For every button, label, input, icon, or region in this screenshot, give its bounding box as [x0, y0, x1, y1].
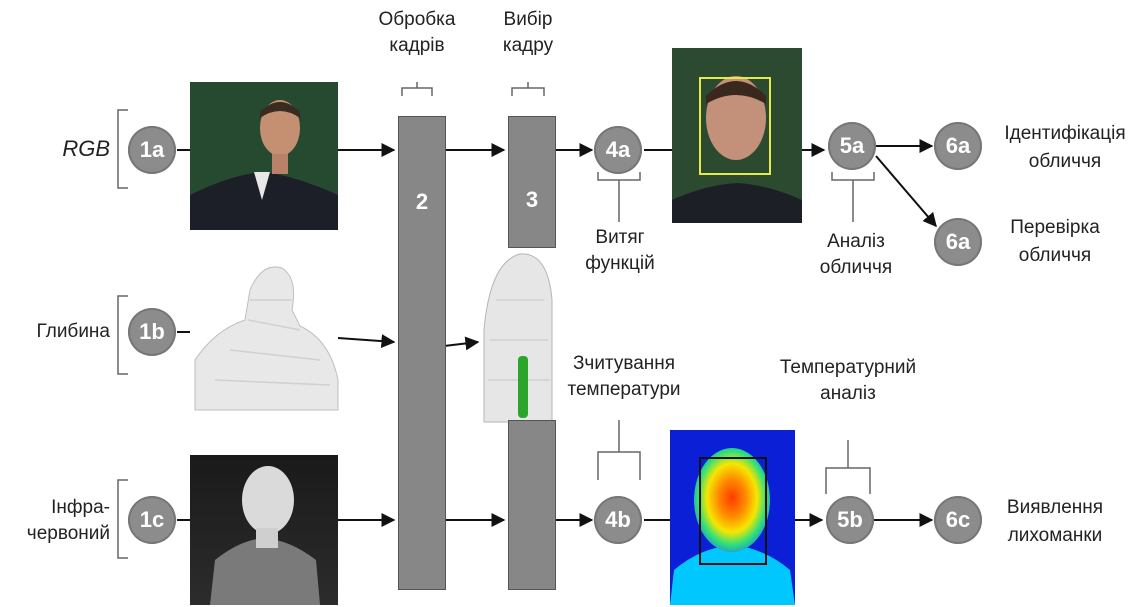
node-6c-fever: 6c [934, 496, 982, 544]
bracket-block2 [402, 82, 432, 96]
depth-pointcloud [195, 267, 338, 410]
output-identification-line1: Ідентифікація [990, 122, 1140, 146]
output-fever-line2: лихоманки [990, 524, 1120, 548]
input-label-rgb: RGB [20, 137, 110, 161]
temp-analysis-label-line2: аналіз [770, 382, 926, 406]
block-2-number: 2 [399, 189, 445, 215]
node-1a: 1a [128, 126, 176, 174]
bracket-rgb [118, 110, 128, 188]
stage-label-selection-line2: кадру [478, 34, 578, 58]
node-6a-identification: 6a [934, 122, 982, 170]
rgb-photo [190, 82, 338, 230]
face-analysis-label-line1: Аналіз [806, 230, 906, 254]
bracket-depth [118, 296, 128, 374]
stage-label-processing-line2: кадрів [362, 34, 472, 58]
block-3-frame-selection-top: 3 [508, 116, 556, 248]
node-4a: 4a [594, 126, 642, 174]
infrared-photo [190, 455, 338, 605]
features-label-line1: Витяг [570, 226, 670, 250]
bracket-5b [826, 440, 870, 494]
input-label-infrared-line2: червоний [0, 522, 110, 546]
node-1c: 1c [128, 496, 176, 544]
node-1b: 1b [128, 308, 176, 356]
depth-face-temperature [484, 254, 552, 422]
output-verification-line1: Перевірка [990, 216, 1120, 240]
node-4b: 4b [594, 496, 642, 544]
output-fever-line1: Виявлення [990, 496, 1120, 520]
bracket-4b [598, 420, 640, 480]
temp-analysis-label-line1: Температурний [770, 356, 926, 380]
bracket-block3 [512, 82, 544, 96]
bracket-ir [118, 480, 128, 558]
node-5b: 5b [826, 496, 874, 544]
stage-label-selection-line1: Вибір [478, 8, 578, 32]
input-label-depth: Глибина [0, 320, 110, 344]
features-label-line2: функцій [570, 252, 670, 276]
output-identification-line2: обличчя [990, 150, 1140, 174]
temp-reading-label-line2: температури [560, 378, 688, 402]
output-verification-line2: обличчя [990, 244, 1120, 268]
face-crop [672, 48, 802, 223]
thermal-face-image [670, 430, 795, 605]
bracket-4a [598, 172, 640, 222]
bracket-5a [832, 172, 874, 222]
node-6a-verification: 6a [934, 218, 982, 266]
block-2-frame-processing: 2 [398, 116, 446, 590]
node-5a: 5a [828, 122, 876, 170]
stage-label-processing-line1: Обробка [362, 8, 472, 32]
block-3-number: 3 [509, 187, 555, 213]
temp-reading-label-line1: Зчитування [560, 352, 688, 376]
face-analysis-label-line2: обличчя [806, 256, 906, 280]
block-3-frame-selection-bottom [508, 420, 556, 590]
input-label-infrared-line1: Інфра- [0, 496, 110, 520]
